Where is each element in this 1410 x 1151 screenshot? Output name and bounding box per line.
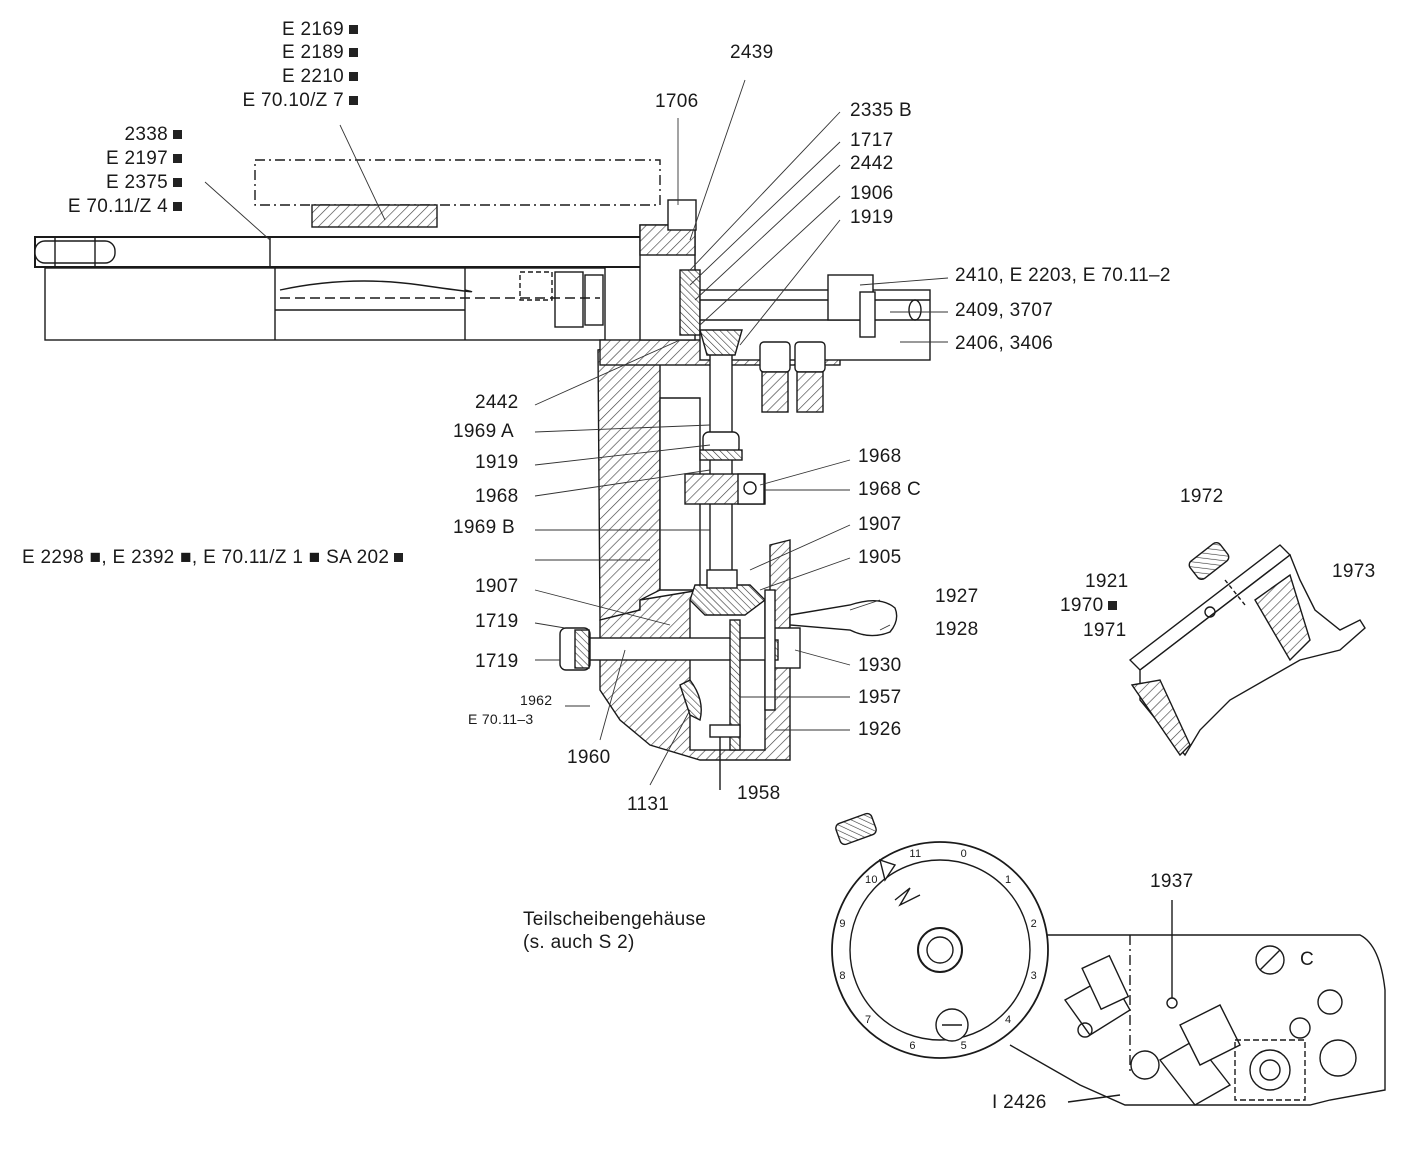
dial-number: 8: [839, 969, 846, 982]
label-2338: 2338: [125, 125, 182, 145]
label-1919-mid: 1919: [475, 452, 519, 473]
label-1907-left: 1907: [475, 576, 519, 597]
label-2406: 2406, 3406: [955, 333, 1054, 354]
label-1131: 1131: [627, 794, 670, 815]
label-1907-right: 1907: [858, 514, 902, 535]
label-e2298: E 2298 ■, E 2392 ■, E 70.11/Z 1 ■ SA 202: [22, 548, 404, 568]
label-1706: 1706: [655, 91, 699, 112]
dial-housing: [831, 812, 1386, 1106]
dial-number: 4: [1005, 1014, 1012, 1026]
label-1906: 1906: [850, 183, 894, 204]
label-1957: 1957: [858, 687, 902, 708]
label-e7011z4: E 70.11/Z 4: [68, 197, 182, 217]
dial-number: 3: [1030, 969, 1038, 982]
main-assembly: [34, 159, 931, 790]
dial-number: 9: [839, 918, 846, 931]
dial-number: 10: [864, 873, 878, 886]
label-e2189: E 2189: [282, 43, 358, 63]
dial-number: 11: [909, 848, 922, 861]
label-2442-top: 2442: [850, 153, 894, 174]
label-e2210: E 2210: [282, 67, 358, 87]
label-1968c: 1968 C: [858, 479, 922, 500]
label-1928: 1928: [935, 619, 979, 640]
label-1921: 1921: [1085, 571, 1129, 592]
dial-number: 0: [960, 848, 968, 861]
label-1717: 1717: [850, 130, 894, 151]
label-e70113: E 70.11–3: [468, 711, 534, 727]
label-1958: 1958: [737, 783, 781, 804]
label-2439: 2439: [730, 42, 774, 63]
label-2442-mid: 2442: [475, 392, 519, 413]
label-1968-left: 1968: [475, 486, 519, 507]
label-1937: 1937: [1150, 871, 1194, 892]
figure-caption: Teilscheibengehäuse: [523, 909, 707, 930]
label-1719-top: 1719: [475, 611, 519, 632]
label-2410: 2410, E 2203, E 70.11–2: [955, 265, 1171, 286]
figure-caption-sub: (s. auch S 2): [523, 932, 635, 953]
dial-number: 2: [1030, 918, 1038, 931]
label-1930: 1930: [858, 655, 902, 676]
label-i2426: I 2426: [992, 1092, 1047, 1113]
label-1972: 1972: [1180, 486, 1224, 507]
label-c: C: [1300, 949, 1315, 970]
label-1971: 1971: [1083, 620, 1127, 641]
label-1926: 1926: [858, 719, 902, 740]
label-1970: 1970: [1060, 596, 1118, 616]
label-1960: 1960: [567, 747, 611, 768]
label-e2197: E 2197: [106, 149, 182, 169]
label-1969b: 1969 B: [453, 517, 516, 538]
label-1919-top: 1919: [850, 207, 894, 228]
dial-number: 5: [960, 1039, 968, 1052]
label-2335b: 2335 B: [850, 100, 913, 121]
dial-number: 7: [864, 1014, 872, 1026]
dial-number: 1: [1005, 873, 1012, 886]
label-1905: 1905: [858, 547, 902, 568]
label-1973: 1973: [1332, 561, 1376, 582]
label-1719-bottom: 1719: [475, 651, 519, 672]
label-e2169: E 2169: [282, 20, 358, 40]
label-2409: 2409, 3707: [955, 300, 1054, 321]
label-1962: 1962: [520, 692, 553, 708]
label-e7010z7: E 70.10/Z 7: [242, 91, 358, 111]
inset-detail: [1128, 541, 1366, 757]
label-1968-right: 1968: [858, 446, 902, 467]
label-1927: 1927: [935, 586, 979, 607]
label-e2375: E 2375: [106, 173, 182, 193]
label-1969a: 1969 A: [453, 421, 514, 442]
leader-lines: [204, 79, 949, 786]
dial-number: 6: [909, 1039, 916, 1052]
